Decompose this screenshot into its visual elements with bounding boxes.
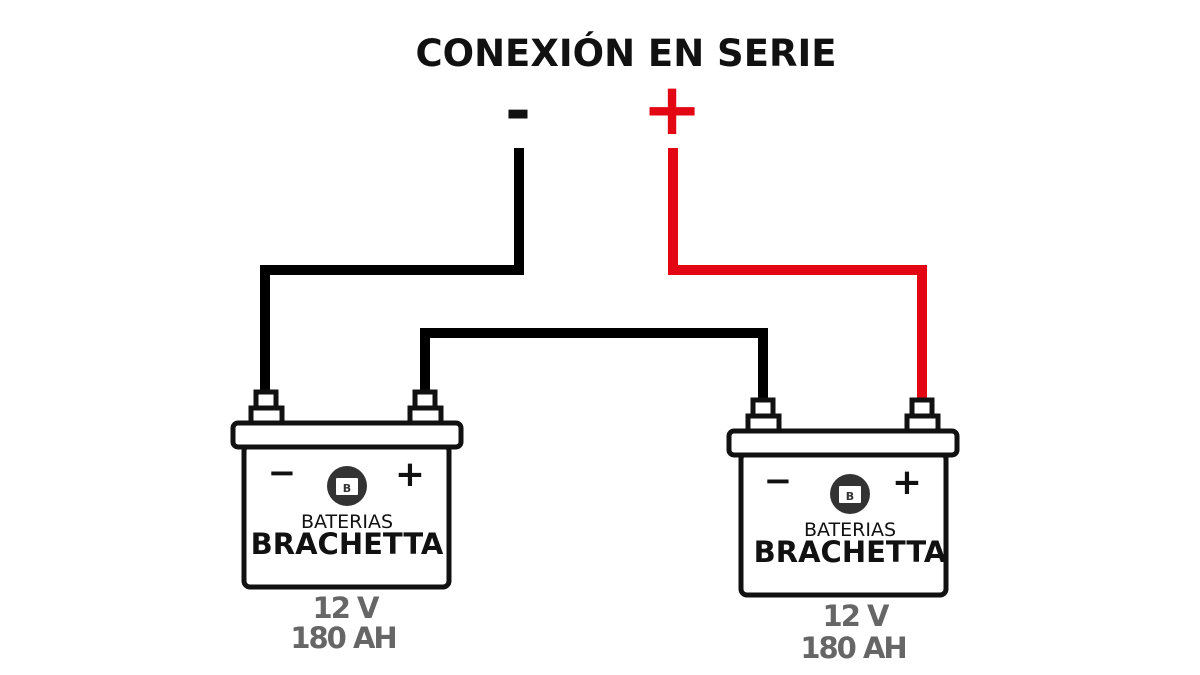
- battery-lid: [230, 420, 464, 450]
- positive-label: +: [642, 67, 702, 151]
- logo-letter: B: [846, 490, 854, 503]
- positive-wire: [668, 148, 927, 402]
- diagram-title: CONEXIÓN EN SERIE: [415, 31, 836, 75]
- logo-letter: B: [343, 482, 351, 495]
- capacity-label: 180 AH: [800, 631, 905, 665]
- battery-logo-icon: [336, 478, 358, 495]
- negative-wire: [260, 148, 524, 395]
- battery-2: − + B BATERIAS BRACHETTA 12 V 180 AH: [726, 397, 960, 665]
- voltage-label: 12 V: [823, 599, 890, 633]
- bridge-wire: [420, 328, 768, 402]
- plus-sign: +: [892, 462, 922, 503]
- minus-sign: −: [268, 453, 297, 493]
- voltage-label: 12 V: [313, 591, 380, 625]
- battery-logo-icon: [839, 486, 861, 503]
- negative-label: -: [505, 74, 531, 147]
- plus-sign: +: [395, 454, 425, 495]
- minus-sign: −: [764, 461, 793, 501]
- brand-top: BATERIAS: [804, 519, 896, 541]
- capacity-label: 180 AH: [290, 621, 395, 655]
- brand-bottom: BRACHETTA: [754, 535, 947, 569]
- battery-lid: [726, 428, 960, 458]
- brand-top: BATERIAS: [301, 511, 393, 533]
- brand-bottom: BRACHETTA: [251, 527, 444, 561]
- battery-1: − + B BATERIAS BRACHETTA 12 V 180 AH: [230, 389, 464, 655]
